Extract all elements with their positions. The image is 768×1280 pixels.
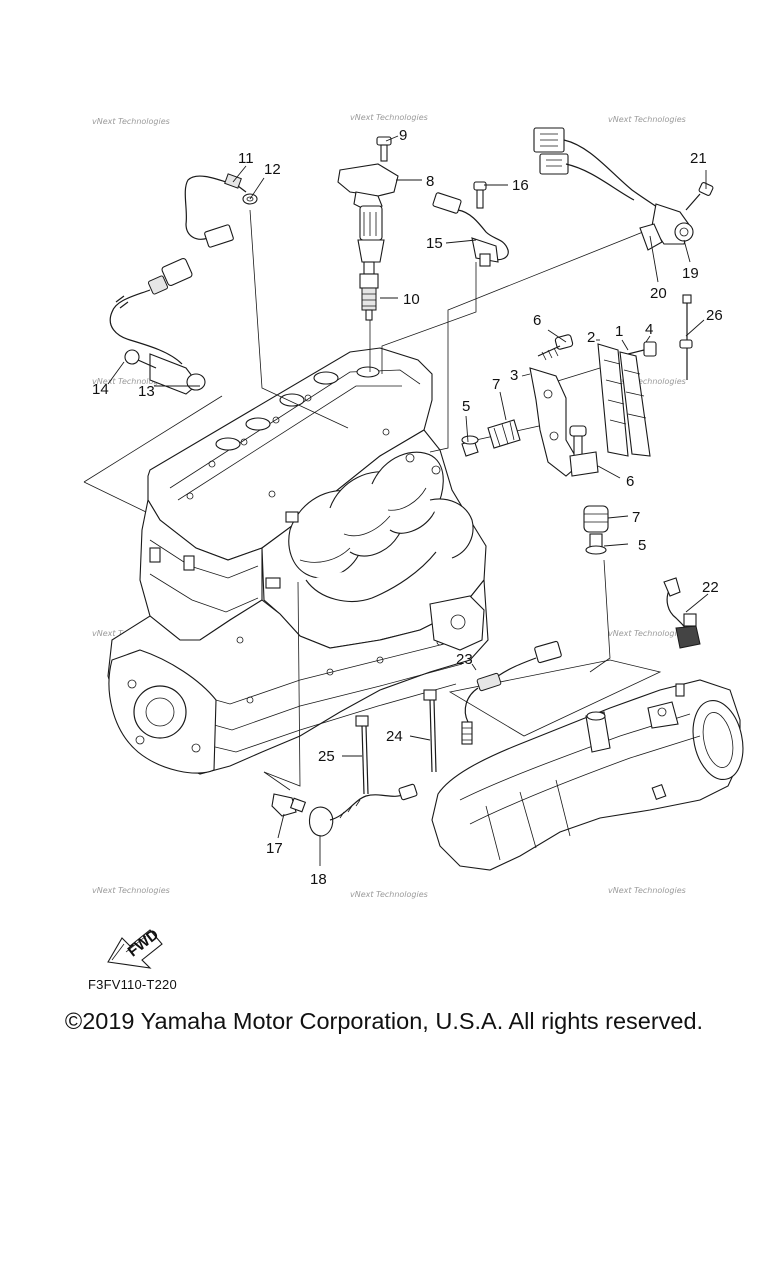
part-8-ignition-coil bbox=[337, 163, 399, 263]
part-6-washer bbox=[569, 451, 599, 477]
callout-2: 2 bbox=[587, 329, 595, 346]
callout-1: 1 bbox=[615, 323, 623, 340]
part-17-sensor bbox=[271, 793, 307, 817]
callout-10: 10 bbox=[403, 291, 420, 308]
callout-15: 15 bbox=[426, 235, 443, 252]
intake-manifold bbox=[431, 679, 744, 871]
watermark: vNext Technologies bbox=[92, 886, 170, 895]
callout-14: 14 bbox=[92, 381, 109, 398]
callout-6: 6 bbox=[533, 312, 541, 329]
callout-24: 24 bbox=[386, 728, 403, 745]
callout-25: 25 bbox=[318, 748, 335, 765]
part-1-plate bbox=[619, 351, 651, 457]
part-21-bolt bbox=[685, 182, 714, 211]
watermark: vNext Technologies bbox=[608, 629, 686, 638]
callout-3: 3 bbox=[510, 367, 518, 384]
part-24-cable-tie bbox=[423, 689, 437, 773]
part-19-sensor bbox=[533, 127, 694, 245]
callout-26: 26 bbox=[706, 307, 723, 324]
watermark: vNext Technologies bbox=[350, 890, 428, 899]
part-7-grommet-upper bbox=[487, 419, 521, 449]
part-4-bolt bbox=[627, 341, 657, 357]
part-2-plate bbox=[597, 343, 629, 457]
callout-20: 20 bbox=[650, 285, 667, 302]
part-13-sensor bbox=[109, 257, 206, 395]
part-5-collar-upper bbox=[461, 435, 479, 457]
callout-12: 12 bbox=[264, 161, 281, 178]
callout-9: 9 bbox=[399, 127, 407, 144]
callout-numbers: 1 2 3 4 5 5 6 6 7 7 8 9 10 11 12 13 14 1… bbox=[92, 127, 723, 888]
part-9-bolt bbox=[376, 136, 392, 162]
part-25-cable-tie bbox=[355, 715, 369, 795]
part-20-gasket bbox=[639, 223, 663, 251]
watermark: vNext Technologies bbox=[608, 115, 686, 124]
watermark: vNext Technologies bbox=[92, 117, 170, 126]
part-18-knock-sensor bbox=[308, 783, 418, 837]
engine-block bbox=[107, 347, 489, 775]
callout-5: 5 bbox=[462, 398, 470, 415]
callout-leaders bbox=[107, 135, 709, 866]
callout-7: 7 bbox=[492, 376, 500, 393]
fwd-arrow-icon: FWD bbox=[107, 926, 163, 969]
part-26-wire-band bbox=[679, 294, 693, 380]
watermark: vNext Technologies bbox=[350, 113, 428, 122]
watermark: vNext Technologies bbox=[92, 377, 170, 386]
callout-23: 23 bbox=[456, 651, 473, 668]
diagram-code: F3FV110-T220 bbox=[88, 977, 177, 992]
part-23-sensor bbox=[461, 640, 562, 745]
callout-13: 13 bbox=[138, 383, 155, 400]
callout-7b: 7 bbox=[632, 509, 640, 526]
watermark: vNext Technologies bbox=[608, 377, 686, 386]
copyright-notice: ©2019 Yamaha Motor Corporation, U.S.A. A… bbox=[64, 1008, 704, 1034]
part-10-spark-plug bbox=[359, 261, 379, 321]
callout-19: 19 bbox=[682, 265, 699, 282]
part-15-cam-sensor bbox=[432, 192, 509, 267]
part-7-grommet-lower bbox=[583, 505, 609, 533]
part-16-bolt bbox=[473, 181, 487, 209]
callout-21: 21 bbox=[690, 150, 707, 167]
watermark: vNext Technologies bbox=[608, 886, 686, 895]
callout-8: 8 bbox=[426, 173, 434, 190]
callout-17: 17 bbox=[266, 840, 283, 857]
part-5-collar-lower bbox=[585, 533, 607, 555]
callout-5b: 5 bbox=[638, 537, 646, 554]
part-22-sensor bbox=[663, 577, 701, 649]
part-14-bolt bbox=[124, 349, 157, 369]
part-11-sensor bbox=[184, 173, 247, 248]
callout-4: 4 bbox=[645, 321, 653, 338]
part-6-bolt-upper bbox=[537, 334, 574, 361]
callout-22: 22 bbox=[702, 579, 719, 596]
callout-11: 11 bbox=[238, 150, 254, 167]
callout-18: 18 bbox=[310, 871, 327, 888]
callout-6b: 6 bbox=[626, 473, 634, 490]
callout-16: 16 bbox=[512, 177, 529, 194]
